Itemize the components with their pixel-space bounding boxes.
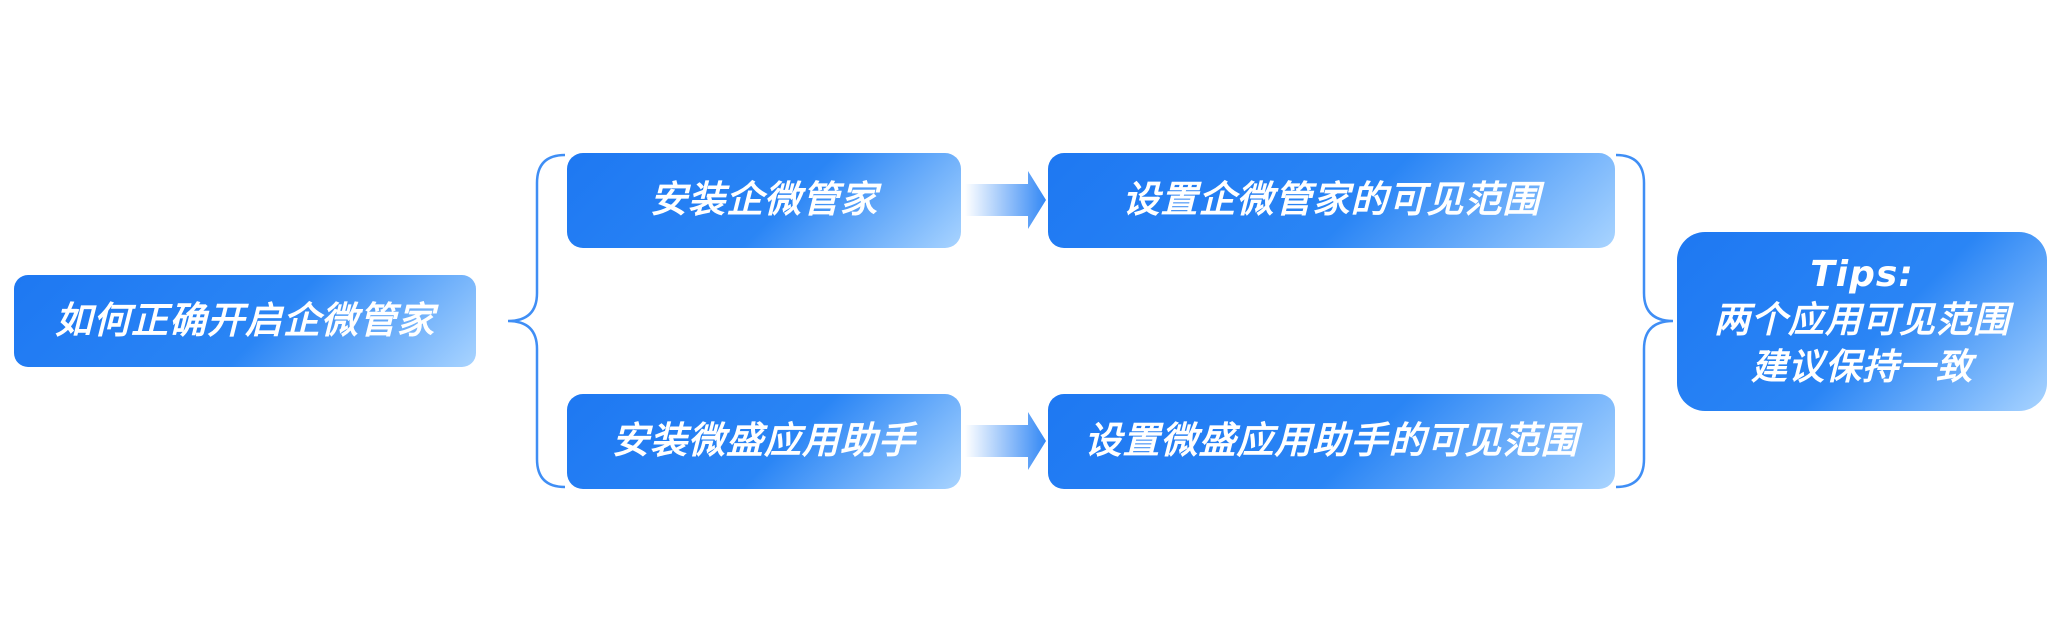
arrow-icon — [965, 412, 1046, 470]
right-brace — [1615, 153, 1674, 489]
tips-title: Tips: — [1810, 254, 1914, 296]
root-node: 如何正确开启企微管家 — [14, 275, 476, 367]
tips-line-1: 两个应用可见范围 — [1713, 300, 2010, 342]
step-install-node: 安装企微管家 — [567, 153, 961, 248]
step-install-label: 安装企微管家 — [650, 178, 878, 222]
step-visibility-node: 设置企微管家的可见范围 — [1048, 153, 1615, 248]
step-install-label: 安装微盛应用助手 — [612, 419, 916, 463]
tips-line-2: 建议保持一致 — [1750, 346, 1973, 388]
step-install-node: 安装微盛应用助手 — [567, 394, 961, 489]
step-visibility-node: 设置微盛应用助手的可见范围 — [1048, 394, 1615, 489]
tips-node: Tips: 两个应用可见范围 建议保持一致 — [1677, 232, 2047, 411]
step-visibility-label: 设置企微管家的可见范围 — [1122, 178, 1541, 222]
arrow-icon — [965, 171, 1046, 229]
root-node-label: 如何正确开启企微管家 — [55, 298, 435, 342]
step-visibility-label: 设置微盛应用助手的可见范围 — [1084, 419, 1579, 463]
left-brace — [507, 153, 566, 489]
